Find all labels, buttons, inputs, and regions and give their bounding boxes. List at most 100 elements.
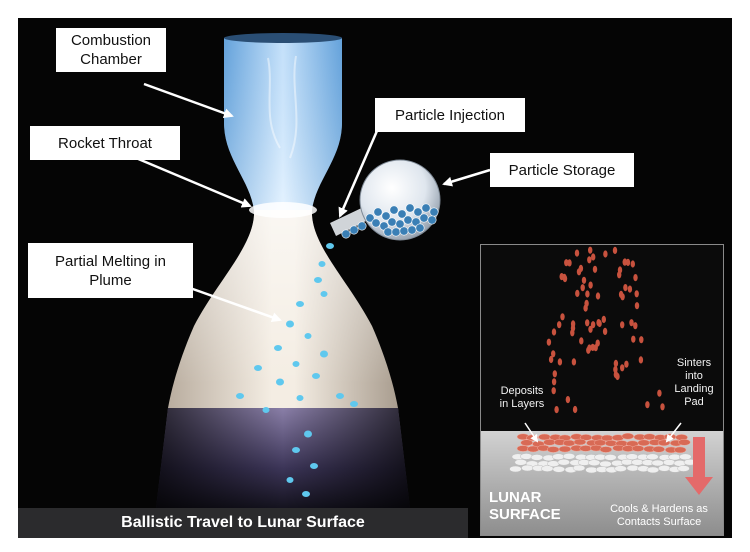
sintered-particle (658, 465, 671, 472)
deposited-particle (673, 446, 687, 454)
inset-illustration (481, 246, 723, 535)
sintered-particle (520, 453, 533, 460)
falling-particle (595, 292, 601, 300)
sintered-particle (572, 464, 586, 472)
sintered-particle (651, 459, 664, 467)
sintered-particle (614, 465, 627, 472)
sintered-particle (541, 465, 554, 472)
falling-particle (570, 324, 576, 332)
falling-particle (613, 365, 618, 373)
falling-particle (554, 406, 559, 414)
deposited-particle (637, 439, 651, 447)
falling-particle (588, 281, 593, 289)
arrow-combustion-chamber (143, 82, 234, 118)
arrow-sinters (665, 422, 682, 443)
falling-particle (548, 355, 554, 364)
sintered-particle (679, 453, 692, 461)
deposited-particle (573, 438, 587, 446)
label-deposits: Deposits in Layers (499, 385, 545, 410)
sintered-particle (646, 466, 660, 474)
label-partial-melting: Partial Melting in Plume (28, 243, 193, 298)
falling-particle (591, 253, 596, 261)
sintered-particle (562, 453, 576, 460)
sintered-particle (557, 458, 571, 466)
label-particle-injection: Particle Injection (375, 98, 525, 132)
caption-bar: Ballistic Travel to Lunar Surface (18, 508, 468, 538)
falling-particle (617, 266, 623, 274)
deposited-particle (657, 439, 671, 447)
falling-particle (572, 405, 578, 414)
label-cools-hardens: Cools & Hardens as Contacts Surface (610, 503, 708, 528)
deposited-particle (678, 439, 691, 446)
falling-particle (560, 313, 565, 321)
falling-particle (620, 364, 625, 372)
sintered-particle (514, 459, 528, 466)
stored-particles (341, 203, 439, 239)
diagram-panel: Combustion Chamber Rocket Throat Particl… (18, 18, 732, 538)
falling-particle (593, 344, 598, 352)
deposited-particle (652, 446, 665, 453)
sintered-particle (552, 466, 566, 473)
falling-particle (639, 336, 644, 344)
falling-particle (546, 338, 552, 346)
deposited-particle (520, 439, 533, 446)
falling-particle (622, 258, 628, 266)
sintered-particle (662, 459, 676, 466)
sintered-particle (604, 454, 617, 461)
falling-particle (584, 299, 589, 307)
falling-particle (660, 403, 665, 411)
label-lunar-surface: LUNAR SURFACE (489, 489, 561, 523)
sintered-particle (677, 465, 690, 472)
cooling-arrow (685, 437, 713, 495)
falling-particle (559, 273, 564, 281)
deposited-particle (543, 439, 556, 446)
falling-particle (551, 378, 557, 386)
falling-particle (552, 370, 557, 378)
falling-particle (592, 265, 598, 273)
falling-particle (629, 319, 634, 327)
deposited-particle (558, 445, 572, 453)
sintered-particle (646, 453, 659, 461)
falling-particle (602, 327, 608, 335)
label-sinters: Sinters into Landing Pad (674, 357, 714, 408)
label-rocket-throat: Rocket Throat (30, 126, 180, 160)
falling-particle (588, 246, 593, 254)
falling-particle (574, 249, 580, 257)
falling-particle (567, 259, 572, 267)
falling-particle (551, 328, 557, 336)
deposited-particle (643, 433, 656, 441)
falling-particle (631, 335, 636, 343)
falling-particle (585, 319, 590, 327)
rocket-throat-glow (249, 202, 317, 218)
falling-particle (590, 321, 596, 329)
falling-particle (587, 256, 592, 264)
falling-particle (581, 276, 587, 284)
falling-particle (633, 274, 638, 282)
falling-particle (557, 321, 562, 329)
falling-particle (634, 290, 639, 298)
falling-particle (612, 246, 618, 254)
falling-particle (645, 401, 650, 409)
falling-particles (546, 246, 665, 414)
falling-particle (630, 260, 635, 268)
deposited-particle (599, 446, 613, 453)
falling-particle (564, 259, 569, 267)
falling-particle (575, 289, 580, 297)
sintered-particle (509, 465, 522, 473)
falling-particle (634, 302, 640, 310)
arrow-partial-melting (189, 286, 282, 323)
sintered-particle (521, 464, 534, 472)
sintered-particle (585, 466, 598, 474)
falling-particle (571, 358, 577, 366)
deposited-particle (579, 445, 592, 452)
falling-particle (576, 268, 582, 276)
deposit-layer-bottom (509, 453, 697, 474)
sintered-particle (599, 460, 612, 468)
arrow-particle-storage (442, 168, 491, 187)
sintered-particle (631, 459, 644, 466)
falling-particle (585, 290, 590, 298)
sintered-particle (530, 454, 544, 461)
falling-particle (624, 360, 629, 368)
label-particle-storage: Particle Storage (490, 153, 634, 187)
